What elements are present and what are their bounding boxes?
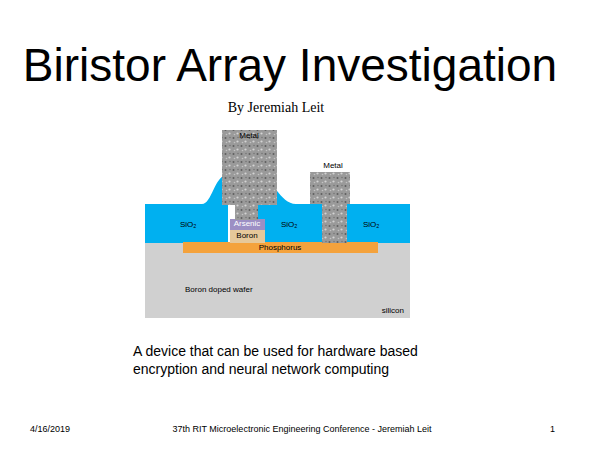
part-label: Boron doped wafer xyxy=(185,285,253,294)
byline: By Jeremiah Leit xyxy=(228,100,324,116)
slide-caption: A device that can be used for hardware b… xyxy=(133,342,433,378)
part-label: Arsenic xyxy=(234,219,261,228)
arsenic-layer xyxy=(230,219,265,230)
boron-layer xyxy=(230,230,265,243)
part-label: SiO₂ xyxy=(180,220,196,229)
oxide xyxy=(347,204,410,243)
part-label: SiO₂ xyxy=(363,220,379,229)
phosphorus-layer xyxy=(183,242,378,253)
metal-contact xyxy=(222,130,277,205)
metal-contact xyxy=(310,172,350,204)
footer-date: 4/16/2019 xyxy=(30,424,70,434)
metal-contact xyxy=(322,200,347,243)
part-label: silicon xyxy=(382,306,404,315)
footer-text: 37th RIT Microelectronic Engineering Con… xyxy=(173,424,432,434)
slide-number: 1 xyxy=(550,424,555,434)
part-label: Phosphorus xyxy=(259,243,302,252)
part-label: Metal xyxy=(323,161,343,170)
slide-title: Biristor Array Investigation xyxy=(23,38,557,92)
part-label: SiO₂ xyxy=(281,220,297,229)
part-label: Boron xyxy=(236,231,257,240)
wafer xyxy=(145,243,410,318)
oxide xyxy=(145,174,228,243)
metal-contact xyxy=(235,200,258,220)
part-label: Metal xyxy=(239,131,259,140)
